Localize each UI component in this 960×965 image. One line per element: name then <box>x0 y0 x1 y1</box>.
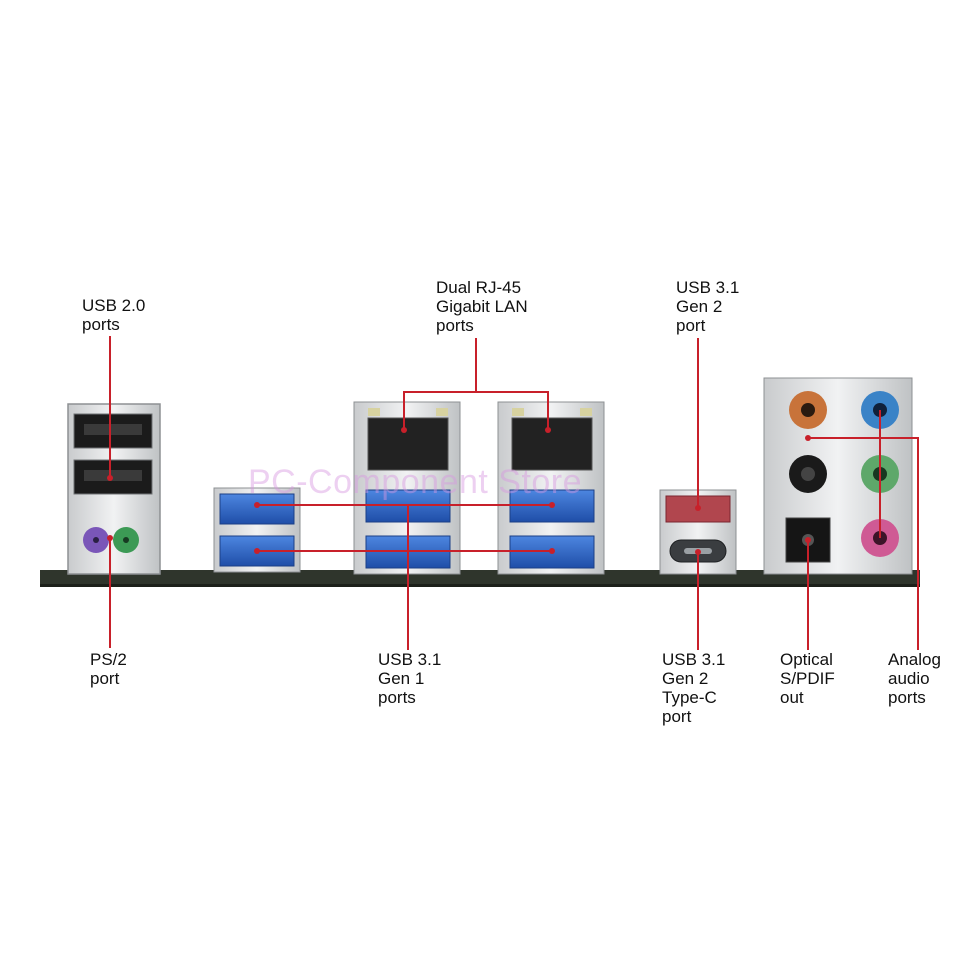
label-optical-spdif: Optical S/PDIF out <box>780 650 835 707</box>
leader-dot <box>401 427 407 433</box>
leader-dots <box>107 427 811 555</box>
label-dual-rj45: Dual RJ-45 Gigabit LAN ports <box>436 278 528 335</box>
pcb-edge <box>40 584 920 587</box>
usb20-port-top-tongue <box>84 424 142 435</box>
rj45-led <box>580 408 592 416</box>
leader-dot <box>805 435 811 441</box>
audio-panel <box>763 377 913 575</box>
leader-analog <box>808 437 919 650</box>
usb31-gen1-port[interactable] <box>219 493 295 525</box>
leader-dot <box>545 427 551 433</box>
rj45-led <box>512 408 524 416</box>
leader-rj45 <box>403 338 477 430</box>
label-analog-audio: Analog audio ports <box>888 650 941 707</box>
label-ps2-port: PS/2 port <box>90 650 127 688</box>
leader-dot <box>695 549 701 555</box>
label-usb31-gen2-port: USB 3.1 Gen 2 port <box>676 278 740 335</box>
leader-dot <box>805 537 811 543</box>
jack-hole <box>801 467 815 481</box>
rj45-port[interactable] <box>511 417 593 471</box>
rj45-led <box>436 408 448 416</box>
leader-dot <box>254 548 260 554</box>
watermark: PC-Component Store <box>248 463 583 501</box>
leader-dot <box>107 535 113 541</box>
leader-dot <box>695 505 701 511</box>
usb20-port-bottom-tongue <box>84 470 142 481</box>
label-usb31-gen2-type-c: USB 3.1 Gen 2 Type-C port <box>662 650 726 726</box>
leader-dot <box>549 502 555 508</box>
leader-dot <box>254 502 260 508</box>
usb20-ps2-stack <box>67 403 161 575</box>
ps2-pin <box>123 537 129 543</box>
leader-lines <box>109 336 919 650</box>
rj45-port[interactable] <box>367 417 449 471</box>
label-usb20-ports: USB 2.0 ports <box>82 296 146 334</box>
rj45-led <box>368 408 380 416</box>
ps2-pin <box>93 537 99 543</box>
leader-dot <box>107 475 113 481</box>
leader-dot <box>549 548 555 554</box>
leader-rj45-b <box>476 391 549 430</box>
jack-hole <box>801 403 815 417</box>
lan-usb-stack-2 <box>497 401 605 575</box>
label-usb31-gen1-ports: USB 3.1 Gen 1 ports <box>378 650 442 707</box>
